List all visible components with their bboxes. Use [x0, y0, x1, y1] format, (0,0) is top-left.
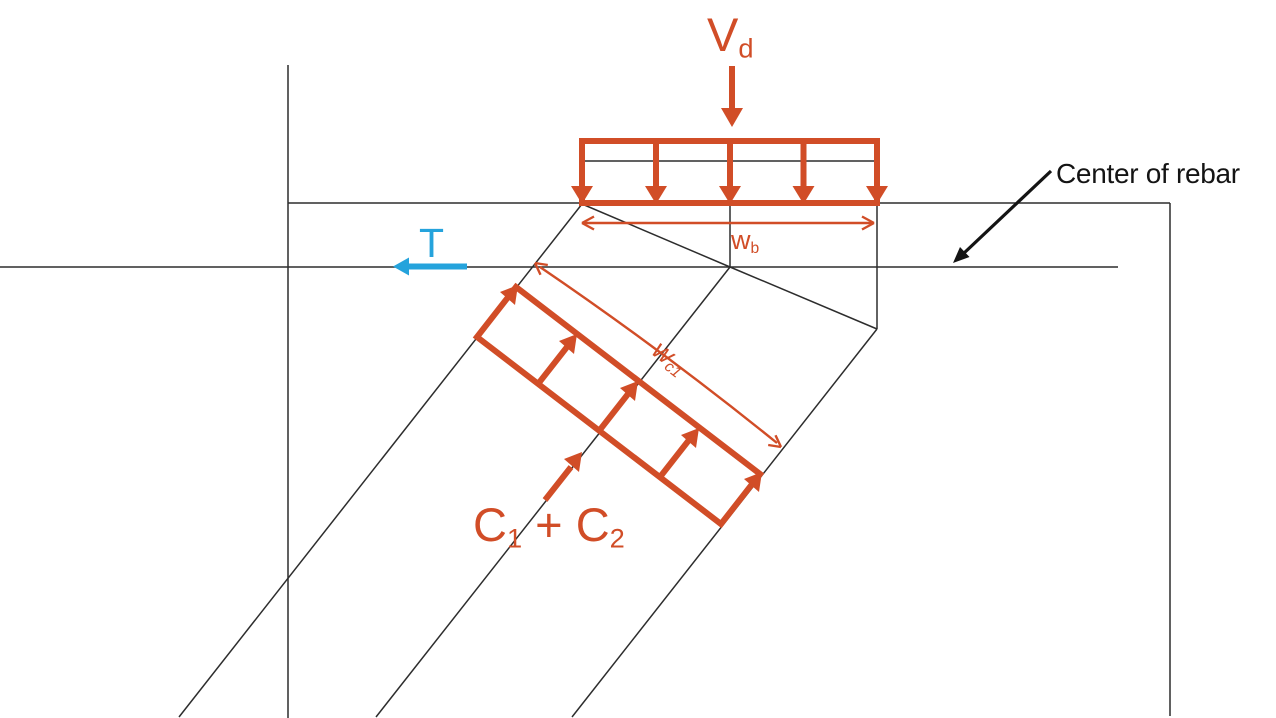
strut-load-arrowheads: [500, 285, 762, 492]
c2-subscript: 2: [609, 522, 625, 554]
wb-label: wb: [731, 225, 760, 257]
rebar-note-label: Center of rebar: [1056, 158, 1240, 189]
bearing-load-arrowheads: [571, 186, 888, 204]
rebar-leader-arrow: [953, 169, 1053, 263]
node-face-left: [581, 203, 731, 268]
tie-force-arrow: [393, 257, 467, 276]
strut-load-box: [472, 282, 765, 529]
strut-load-block: [472, 282, 765, 529]
compression-leader-arrow: [542, 452, 582, 502]
member-outline: [0, 65, 1171, 718]
wb-main: w: [731, 225, 751, 255]
vd-label: Vd: [707, 8, 754, 62]
vd-subscript: d: [738, 32, 754, 64]
c1-subscript: 1: [506, 522, 523, 554]
vd-main: V: [707, 8, 739, 61]
plus-operator: +: [522, 498, 576, 551]
c2-main: C: [575, 498, 610, 551]
node-face-right: [729, 266, 878, 330]
c1-main: C: [473, 498, 507, 551]
wb-subscript: b: [750, 239, 760, 257]
strut-left-edge: [178, 203, 583, 718]
strut-edge-lines: [178, 203, 878, 718]
wc1-dimension: [533, 261, 783, 449]
compression-label: C1 + C2: [473, 498, 625, 552]
wb-dimension: [581, 215, 875, 231]
vd-force-arrow: [721, 66, 743, 127]
tie-force-label: T: [419, 220, 445, 266]
